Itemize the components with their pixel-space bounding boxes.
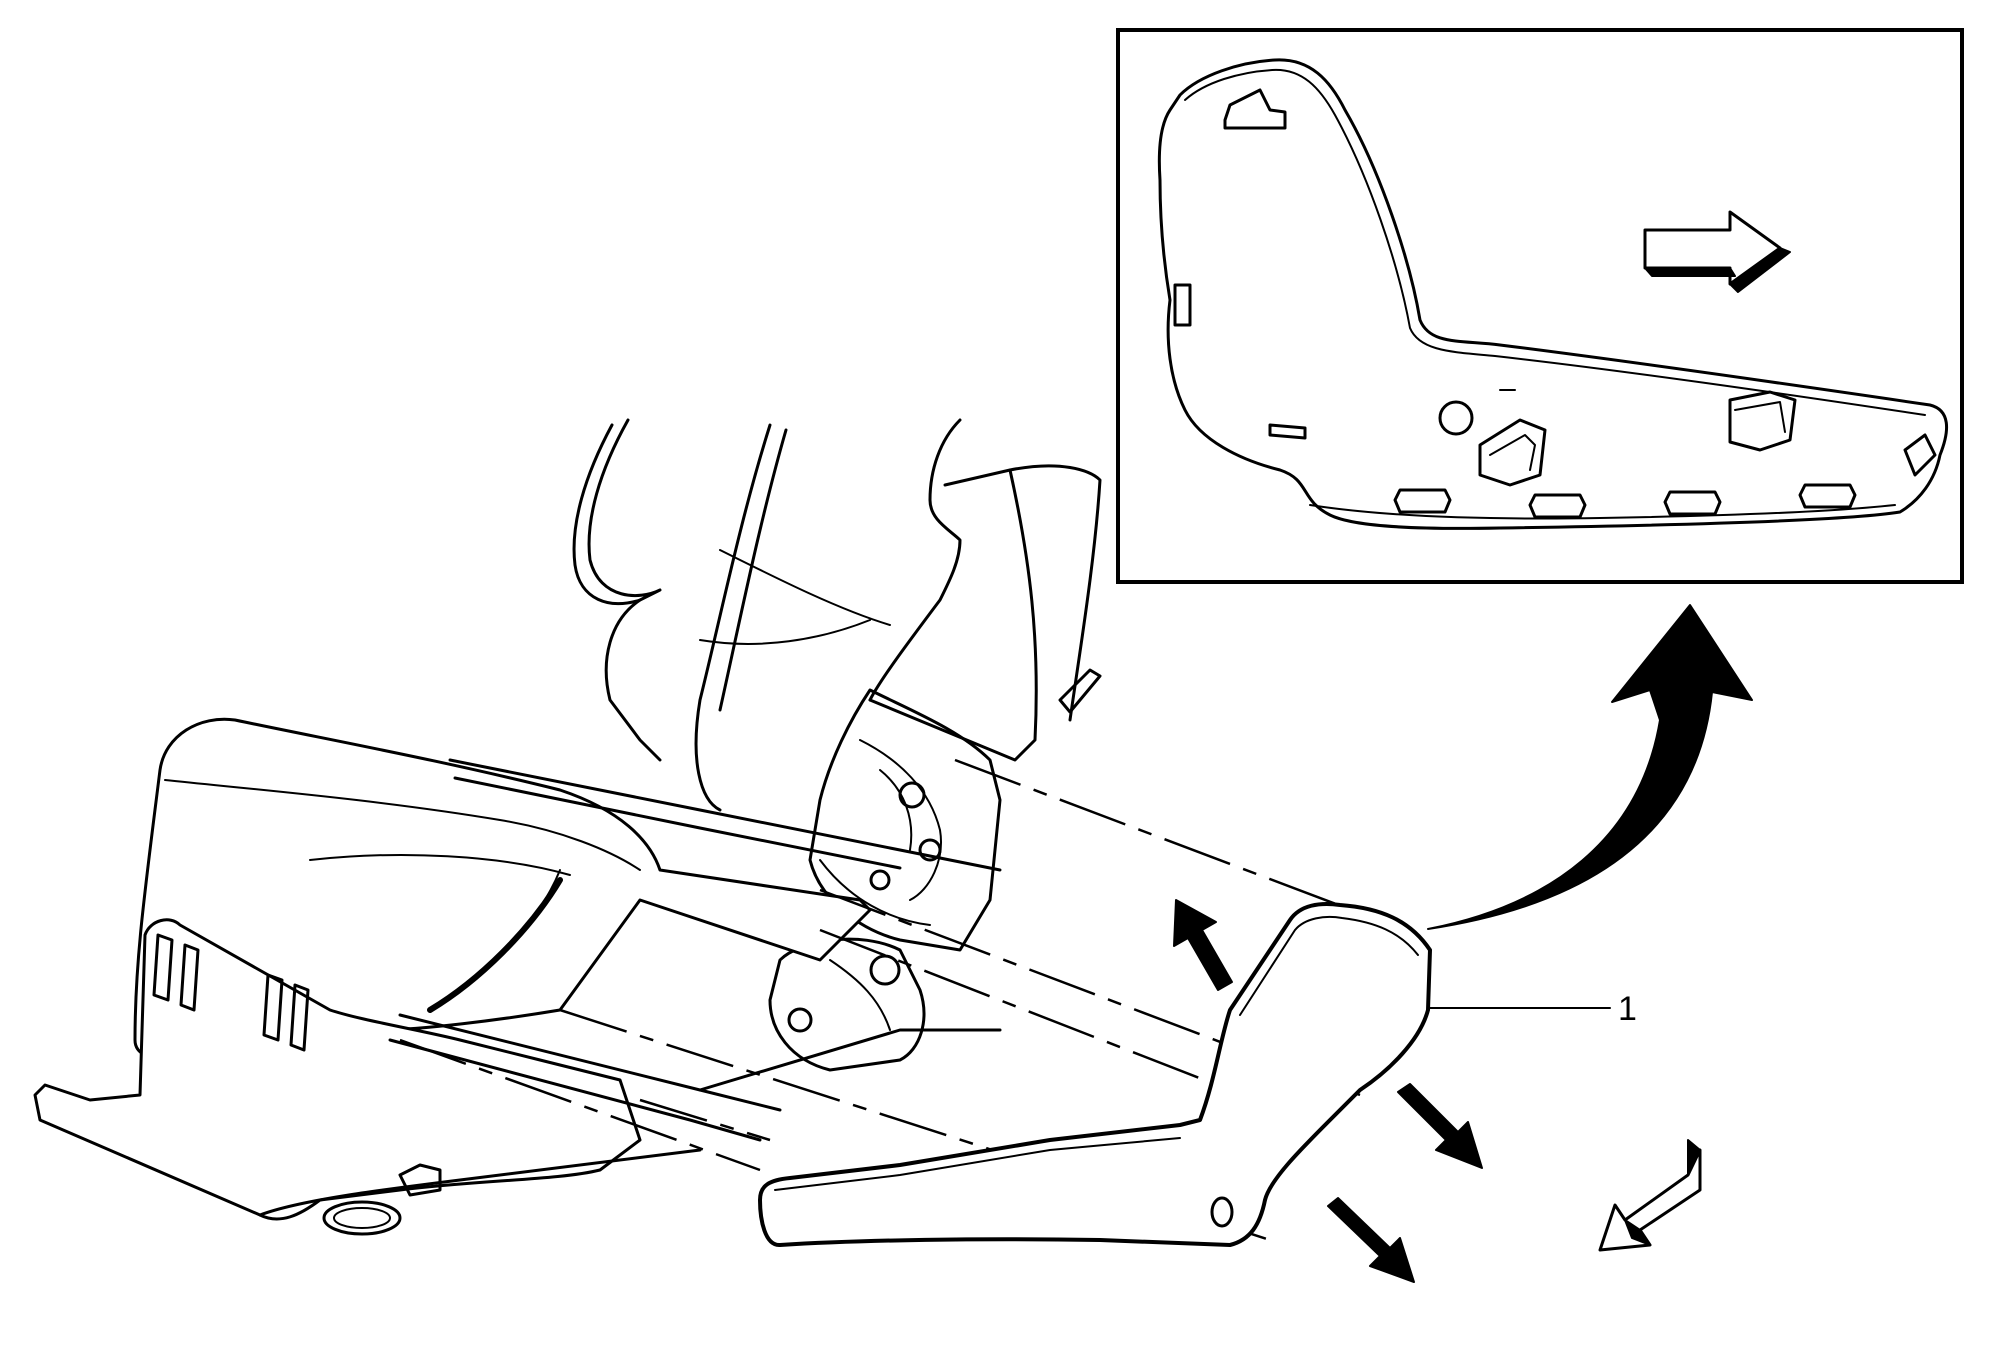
alignment-line	[639, 1098, 771, 1142]
seat-frame-pan	[33, 918, 642, 1221]
seat-back-center-2	[718, 428, 788, 712]
lower-bolt	[787, 1007, 813, 1033]
inset-clip	[1528, 493, 1587, 519]
shield-lower-edge	[774, 1137, 1181, 1191]
cup-holder	[322, 1200, 402, 1236]
removal-arrow-up-icon	[1173, 899, 1233, 991]
inset-bracket-2-detail	[1734, 401, 1786, 433]
shield-outline	[758, 901, 1432, 1247]
removal-arrow-down-icon	[1327, 1197, 1415, 1283]
inset-direction-arrow-shadow-2	[1729, 247, 1791, 293]
detail-inset	[1116, 28, 1964, 584]
seat-back-outline	[587, 418, 662, 762]
seat-back-tab	[1058, 668, 1102, 714]
inset-clip	[1798, 483, 1857, 509]
direction-arrow-forward-shape	[1598, 1148, 1702, 1252]
inset-bracket-1-detail	[1489, 434, 1536, 471]
cushion-side-rail-2	[453, 776, 902, 870]
inset-direction-arrow-shadow	[1644, 267, 1736, 277]
frame-slot	[179, 943, 200, 1012]
recliner-housing	[768, 937, 926, 1072]
hinge-bolt-3	[869, 869, 891, 891]
callout-1: 1	[1429, 990, 1637, 1028]
shield-inner-edge	[1239, 915, 1419, 1016]
frame-slot	[289, 983, 310, 1052]
hinge-detail-4	[829, 959, 891, 1031]
alignment-line	[954, 758, 1366, 917]
direction-arrow-forward-shadow	[1687, 1139, 1701, 1176]
seat-back-panel	[868, 418, 962, 702]
inset-shield-inner-edge	[1184, 68, 1926, 416]
recliner-bolt	[869, 954, 901, 986]
cushion-front-edge	[427, 877, 563, 1013]
seat-back-left-edge	[572, 423, 642, 606]
inset-clip	[1663, 490, 1722, 516]
seat-back-right-edge	[1008, 464, 1102, 722]
inset-small-tab	[1268, 423, 1307, 440]
frame-bottom-rail	[258, 1148, 702, 1217]
hinge-bolt-2	[918, 838, 942, 862]
cushion-side-rail	[448, 758, 1002, 872]
seat-back-right-panel	[868, 468, 1038, 762]
shield-hole	[1210, 1196, 1234, 1228]
track-rail-mid	[698, 1028, 1002, 1092]
inset-side-clip	[1173, 283, 1192, 327]
hinge-bolt-1	[898, 781, 926, 809]
alignment-line	[819, 928, 1231, 1092]
inset-clips	[1393, 483, 1857, 519]
hinge-detail-2	[879, 769, 913, 851]
inset-right-clip	[1903, 433, 1937, 477]
inset-shield-hole	[1438, 400, 1474, 436]
removal-arrow-right-icon	[1397, 1083, 1483, 1169]
inset-shield-outline	[1157, 58, 1949, 530]
alignment-line	[399, 1038, 761, 1172]
frame-slot	[262, 973, 284, 1042]
seat-back-center	[694, 423, 772, 812]
seat-back-seam-2	[699, 619, 871, 645]
inset-top-clip	[1223, 88, 1287, 130]
hinge-detail-3	[819, 859, 931, 926]
removal-arrows	[1173, 899, 1483, 1283]
seat-side-shield	[758, 901, 1432, 1247]
inset-shield-lower-edge	[1309, 504, 1896, 520]
cup-holder-inner	[333, 1207, 391, 1229]
frame-latch	[398, 1163, 442, 1197]
hinge-detail-1	[859, 739, 942, 901]
inset-clip	[1393, 488, 1452, 514]
direction-arrow-forward-icon	[1598, 1139, 1702, 1252]
seat-back-seam	[719, 549, 891, 626]
inset-direction-arrow-right-icon	[1643, 210, 1791, 293]
seat-assembly	[33, 418, 1102, 1236]
inset-bracket-1	[1478, 418, 1547, 487]
callout-label: 1	[1618, 990, 1637, 1028]
cushion-top-seam	[164, 779, 641, 871]
frame-slot	[152, 933, 174, 1002]
cushion-mid-seam	[309, 854, 571, 876]
track-rail-lower	[388, 1038, 762, 1142]
inset-bracket-2	[1728, 390, 1797, 452]
curved-flow-arrow-icon	[1427, 604, 1753, 930]
direction-arrow-forward-shadow-2	[1624, 1219, 1651, 1246]
frame-slots	[152, 933, 310, 1052]
